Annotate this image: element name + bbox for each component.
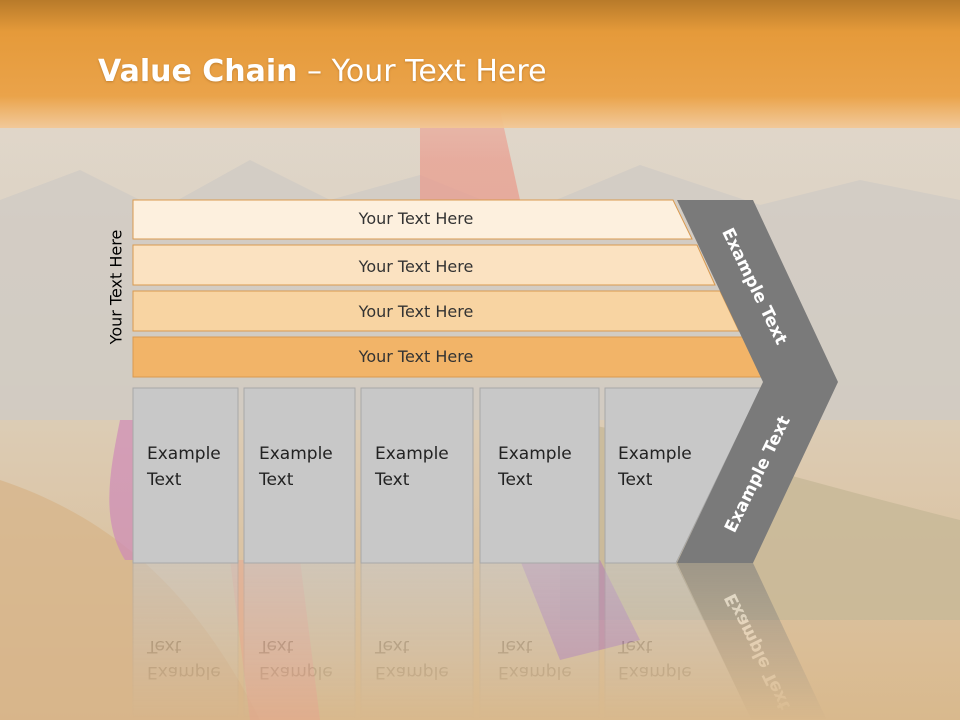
reflection-box-2-line1: Example [259, 662, 333, 682]
bar-2-shape [132, 244, 716, 286]
reflection-box-1-line2: Text [146, 636, 182, 656]
title-rest: – Your Text Here [297, 54, 547, 89]
box-5-line1: Example [618, 444, 692, 464]
box-2-line1: Example [259, 444, 333, 464]
box-1-shape [132, 387, 239, 564]
box-3-line1: Example [375, 444, 449, 464]
reflection-box-3-line1: Example [375, 662, 449, 682]
bar-1-shape [132, 199, 693, 240]
bar-1-label: Your Text Here [358, 209, 474, 228]
bar-4[interactable]: Your Text Here [132, 336, 764, 378]
box-4-line1: Example [498, 444, 572, 464]
box-5[interactable]: Example Text [604, 387, 762, 564]
box-3-shape [360, 387, 474, 564]
bar-2[interactable]: Your Text Here [132, 244, 716, 286]
reflection-box-5-line2: Text [617, 636, 653, 656]
box-1-line2: Text [146, 470, 182, 490]
box-3[interactable]: Example Text [360, 387, 474, 564]
bar-2-label: Your Text Here [358, 257, 474, 276]
reflection: Example Text Example Text Example Text E… [132, 562, 827, 720]
box-1-line1: Example [147, 444, 221, 464]
bar-4-label: Your Text Here [358, 347, 474, 366]
bar-3-label: Your Text Here [358, 302, 474, 321]
box-2-line2: Text [258, 470, 294, 490]
box-4-line2: Text [497, 470, 533, 490]
box-3-line2: Text [374, 470, 410, 490]
box-5-line2: Text [617, 470, 653, 490]
reflection-box-3-line2: Text [374, 636, 410, 656]
box-2-shape [243, 387, 356, 564]
slide-title: Value Chain – Your Text Here [98, 54, 547, 89]
box-4[interactable]: Example Text [479, 387, 600, 564]
title-bold: Value Chain [98, 54, 298, 89]
reflection-box-1-line1: Example [147, 662, 221, 682]
reflection-box-2-line2: Text [258, 636, 294, 656]
chevron-shape [677, 200, 838, 563]
reflection-box-4-line1: Example [498, 662, 572, 682]
box-2[interactable]: Example Text [243, 387, 356, 564]
box-1[interactable]: Example Text [132, 387, 239, 564]
box-4-shape [479, 387, 600, 564]
bar-1[interactable]: Your Text Here [132, 199, 693, 240]
bar-3[interactable]: Your Text Here [132, 290, 740, 332]
reflection-box-4-line2: Text [497, 636, 533, 656]
reflection-box-5-line1: Example [618, 662, 692, 682]
